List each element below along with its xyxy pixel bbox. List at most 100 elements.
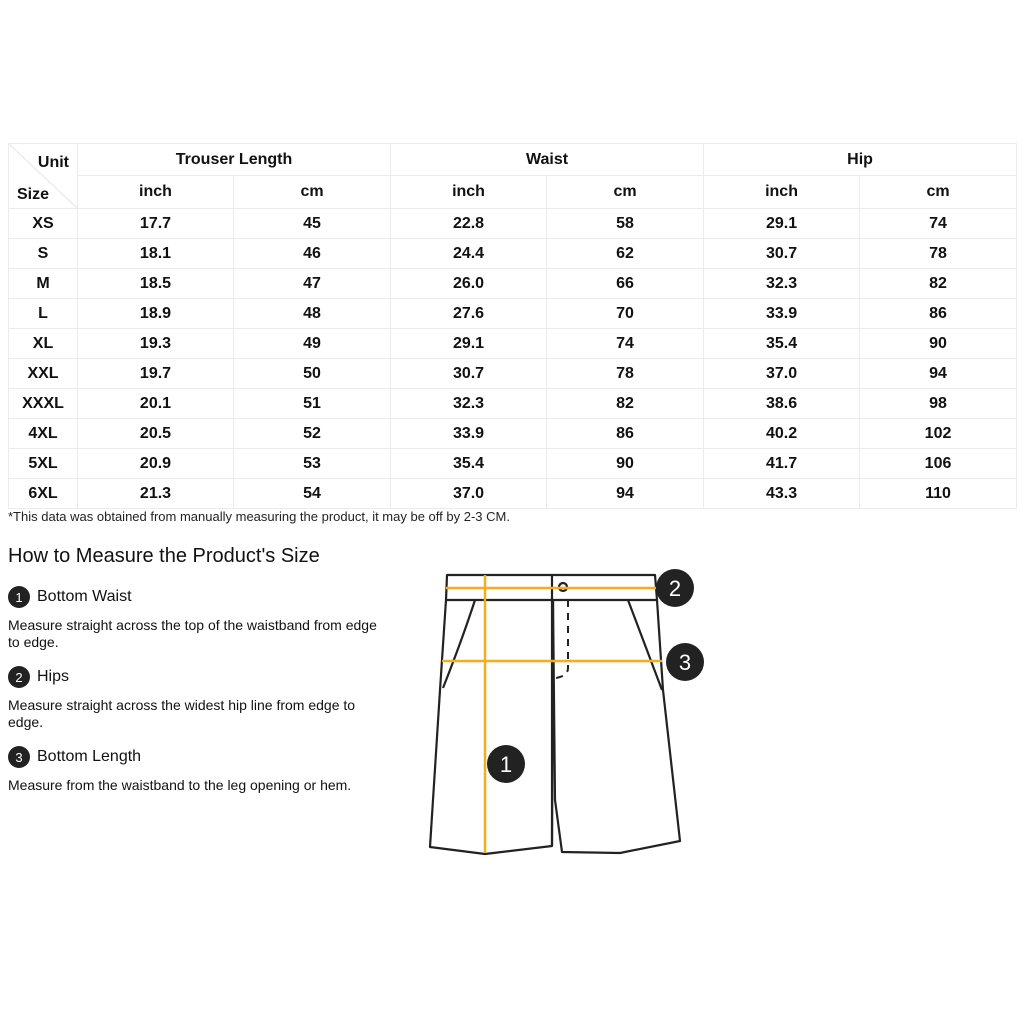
value-cell: 33.9: [703, 298, 861, 329]
value-cell: 106: [859, 448, 1018, 479]
value-cell: 52: [232, 418, 392, 449]
subheader-cm: cm: [546, 175, 705, 209]
value-cell: 90: [859, 328, 1018, 359]
size-cell: L: [8, 298, 78, 329]
value-cell: 49: [232, 328, 392, 359]
measure-item-hips: 2 Hips Measure straight across the wides…: [8, 665, 378, 731]
header-waist: Waist: [390, 143, 705, 176]
value-cell: 94: [859, 358, 1018, 389]
unit-label: Unit: [37, 154, 69, 171]
value-cell: 110: [859, 478, 1018, 509]
measure-title: Bottom Waist: [37, 588, 132, 605]
value-cell: 45: [232, 208, 392, 239]
measure-item-bottom-waist: 1 Bottom Waist Measure straight across t…: [8, 585, 378, 651]
number-badge: 3: [8, 746, 30, 768]
value-cell: 50: [232, 358, 392, 389]
size-chart-table: Unit Size Trouser Length Waist Hip inch …: [8, 143, 1018, 509]
measure-description: Measure straight across the top of the w…: [8, 617, 377, 650]
value-cell: 29.1: [703, 208, 861, 239]
marker-hips: 3: [666, 643, 704, 681]
value-cell: 40.2: [703, 418, 861, 449]
subheader-inch: inch: [703, 175, 861, 209]
size-cell: XXXL: [8, 388, 78, 419]
measure-description: Measure straight across the widest hip l…: [8, 697, 356, 730]
measure-title: Hips: [37, 668, 70, 685]
size-cell: XL: [8, 328, 78, 359]
value-cell: 18.5: [77, 268, 234, 299]
value-cell: 22.8: [390, 208, 548, 239]
value-cell: 62: [546, 238, 705, 269]
value-cell: 38.6: [703, 388, 861, 419]
subheader-inch: inch: [390, 175, 548, 209]
value-cell: 37.0: [390, 478, 548, 509]
value-cell: 32.3: [390, 388, 548, 419]
value-cell: 58: [546, 208, 705, 239]
size-cell: 5XL: [8, 448, 78, 479]
size-cell: M: [8, 268, 78, 299]
marker-number: 3: [679, 650, 691, 675]
value-cell: 24.4: [390, 238, 548, 269]
table-subheader-row: inch cm inch cm inch cm: [9, 175, 1018, 209]
value-cell: 54: [232, 478, 392, 509]
value-cell: 90: [546, 448, 705, 479]
value-cell: 86: [859, 298, 1018, 329]
number-badge: 1: [8, 586, 30, 608]
size-label: Size: [17, 186, 50, 203]
subheader-inch: inch: [77, 175, 234, 209]
diagonal-divider: [9, 144, 77, 208]
size-cell: S: [8, 238, 78, 269]
value-cell: 78: [546, 358, 705, 389]
value-cell: 70: [546, 298, 705, 329]
table-header-row: Unit Size Trouser Length Waist Hip: [8, 143, 1018, 209]
value-cell: 47: [232, 268, 392, 299]
measure-description: Measure from the waistband to the leg op…: [8, 777, 352, 793]
value-cell: 21.3: [77, 478, 234, 509]
value-cell: 66: [546, 268, 705, 299]
value-cell: 82: [859, 268, 1018, 299]
subheader-cm: cm: [232, 175, 392, 209]
marker-length: 1: [487, 745, 525, 783]
number-badge: 2: [8, 666, 30, 688]
marker-number: 2: [669, 576, 681, 601]
measurement-lines: [442, 575, 662, 853]
shorts-outline: [428, 573, 682, 856]
value-cell: 19.3: [77, 328, 234, 359]
value-cell: 74: [859, 208, 1018, 239]
value-cell: 94: [546, 478, 705, 509]
value-cell: 32.3: [703, 268, 861, 299]
header-hip: Hip: [703, 143, 1018, 176]
value-cell: 78: [859, 238, 1018, 269]
value-cell: 41.7: [703, 448, 861, 479]
value-cell: 35.4: [703, 328, 861, 359]
subheader-cm: cm: [859, 175, 1018, 209]
size-cell: XXL: [8, 358, 78, 389]
value-cell: 53: [232, 448, 392, 479]
shorts-diagram: 1 2 3: [428, 569, 704, 856]
size-cell: 4XL: [8, 418, 78, 449]
value-cell: 48: [232, 298, 392, 329]
value-cell: 35.4: [390, 448, 548, 479]
value-cell: 17.7: [77, 208, 234, 239]
unit-size-corner-cell: Unit Size: [8, 143, 78, 209]
value-cell: 46: [232, 238, 392, 269]
marker-number: 1: [500, 752, 512, 777]
measure-title: Bottom Length: [37, 748, 142, 765]
value-cell: 82: [546, 388, 705, 419]
value-cell: 98: [859, 388, 1018, 419]
value-cell: 29.1: [390, 328, 548, 359]
measure-item-bottom-length: 3 Bottom Length Measure from the waistba…: [8, 745, 378, 794]
value-cell: 33.9: [390, 418, 548, 449]
value-cell: 51: [232, 388, 392, 419]
value-cell: 37.0: [703, 358, 861, 389]
value-cell: 102: [859, 418, 1018, 449]
value-cell: 86: [546, 418, 705, 449]
